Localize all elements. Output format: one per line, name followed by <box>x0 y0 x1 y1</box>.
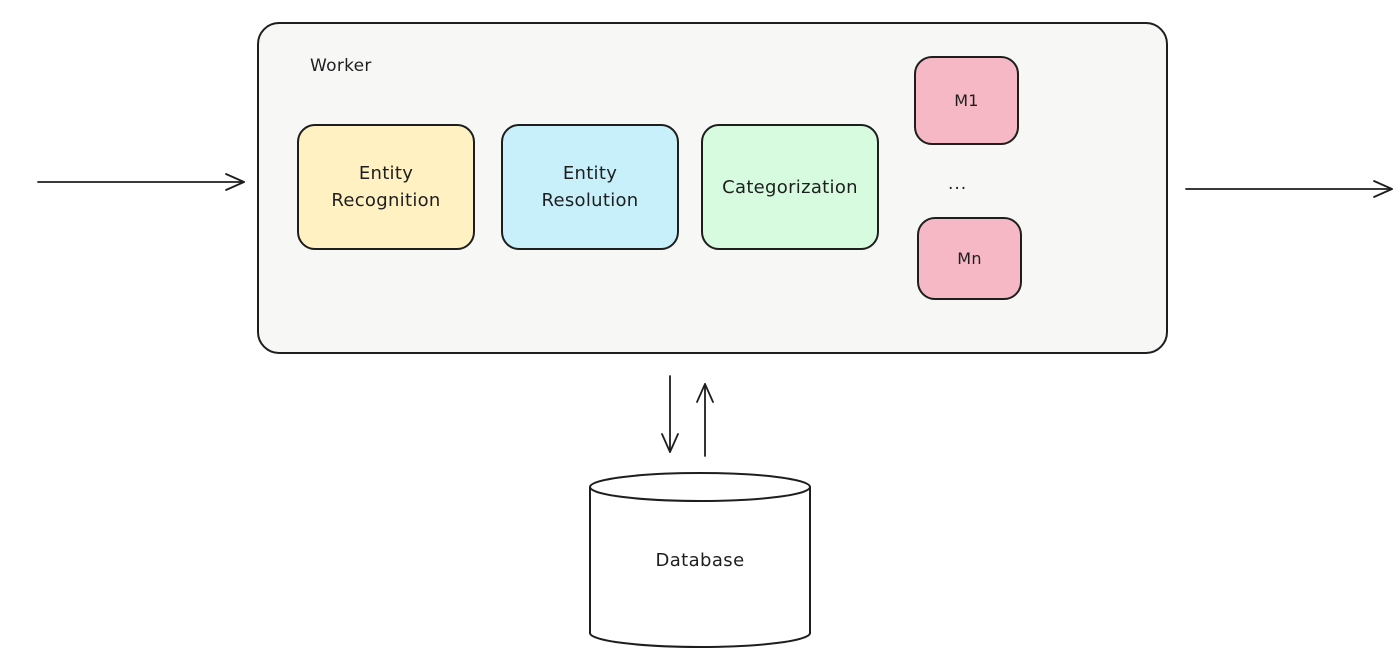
database-to-worker-arrow <box>696 383 714 457</box>
modules-ellipsis: ... <box>948 174 968 194</box>
categorization-box: Categorization <box>701 124 879 250</box>
entity-recognition-label-line-2: Recognition <box>331 190 441 211</box>
database-label: Database <box>655 550 745 571</box>
entity-resolution-box: Entity Resolution <box>501 124 679 250</box>
module-m1-label: M1 <box>954 91 979 110</box>
input-arrow <box>37 173 245 191</box>
module-mn-box: Mn <box>917 217 1022 300</box>
categorization-label: Categorization <box>722 176 858 198</box>
worker-to-database-arrow <box>661 375 679 453</box>
entity-recognition-box: Entity Recognition <box>297 124 475 250</box>
database-cylinder <box>589 472 811 648</box>
output-arrow <box>1185 180 1393 198</box>
worker-label: Worker <box>310 56 372 76</box>
entity-resolution-label-line-2: Resolution <box>541 190 639 211</box>
entity-recognition-label-line-1: Entity <box>358 163 414 184</box>
entity-resolution-label-line-1: Entity <box>562 163 618 184</box>
module-mn-label: Mn <box>957 249 982 268</box>
module-m1-box: M1 <box>914 56 1019 145</box>
